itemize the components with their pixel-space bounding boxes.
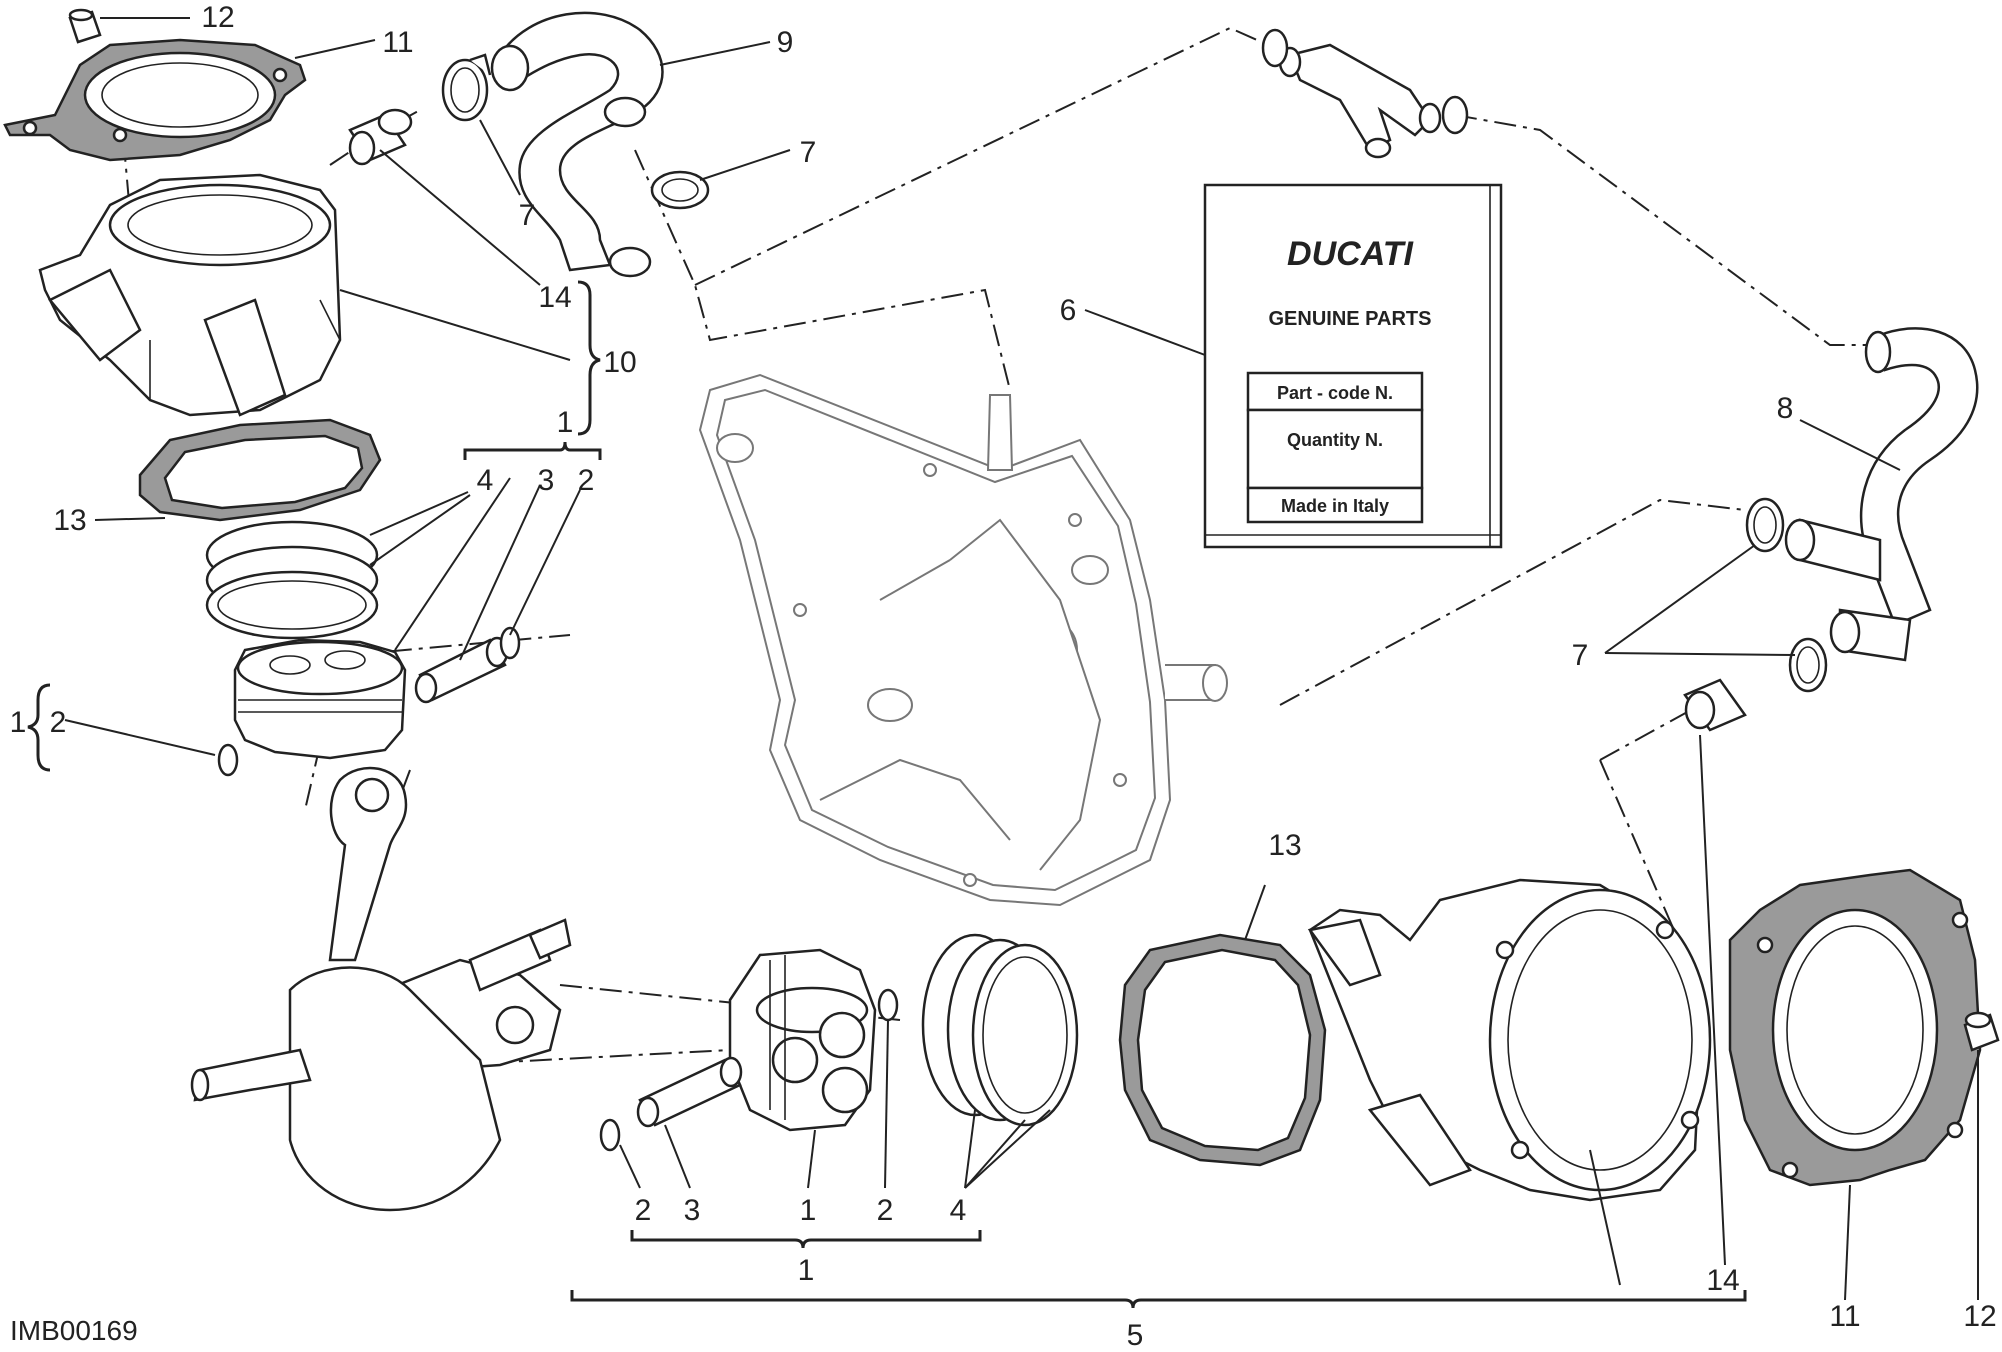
callout-11-top: 11 bbox=[382, 26, 413, 59]
callout-14-top: 14 bbox=[538, 281, 571, 314]
crankshaft bbox=[190, 918, 572, 1212]
piston-rings-top bbox=[205, 520, 379, 640]
callout-13-bottom: 13 bbox=[1268, 829, 1301, 862]
callout-labels: 12 11 9 7 7 14 10 1 13 4 3 2 1 2 6 8 7 1… bbox=[10, 1, 1997, 1352]
crankcase-cover bbox=[698, 373, 1228, 907]
callout-1-top: 1 bbox=[557, 406, 574, 439]
callout-3-bottom: 3 bbox=[684, 1194, 701, 1227]
callout-2-left: 2 bbox=[50, 706, 67, 739]
callout-3-top: 3 bbox=[538, 464, 555, 497]
callout-14-bottom: 14 bbox=[1706, 1264, 1739, 1297]
piston-rings-bottom bbox=[921, 933, 1079, 1127]
image-code: IMB00169 bbox=[10, 1315, 138, 1346]
label-field-origin: Made in Italy bbox=[1281, 496, 1389, 516]
cylinder-top bbox=[38, 173, 342, 417]
callout-10: 10 bbox=[603, 346, 636, 379]
coolant-hose-top bbox=[490, 11, 664, 278]
base-gasket-top bbox=[138, 418, 382, 522]
callout-4-bottom: 4 bbox=[950, 1194, 967, 1227]
wrist-pin-bottom bbox=[636, 1056, 743, 1128]
y-pipe bbox=[1261, 28, 1469, 159]
label-field-part-code: Part - code N. bbox=[1277, 383, 1393, 403]
callout-12-bottom: 12 bbox=[1963, 1300, 1996, 1333]
callout-9: 9 bbox=[777, 26, 794, 59]
hose-clamp-top-a bbox=[441, 53, 492, 122]
circlip-bottom-left bbox=[599, 1118, 621, 1152]
callout-1-bottom: 1 bbox=[798, 1254, 815, 1287]
dowel-pin-top bbox=[68, 8, 102, 44]
hose-clamp-top-b bbox=[650, 170, 710, 210]
hose-clamp-right-b bbox=[1788, 637, 1828, 693]
hose-clamp-right-a bbox=[1745, 497, 1785, 553]
callout-7-right: 7 bbox=[1572, 639, 1589, 672]
piston-bottom bbox=[728, 948, 877, 1132]
circlip-bottom-right bbox=[877, 988, 899, 1022]
base-gasket-bottom bbox=[1118, 933, 1327, 1167]
head-gasket-top bbox=[3, 38, 307, 162]
callout-7-top-b: 7 bbox=[800, 136, 817, 169]
callout-13-top: 13 bbox=[53, 504, 86, 537]
leader-lines bbox=[64, 17, 1979, 1301]
callout-5: 5 bbox=[1127, 1319, 1144, 1352]
fitting-right bbox=[1683, 678, 1747, 732]
group-brackets bbox=[27, 280, 1747, 1309]
callout-2-top: 2 bbox=[578, 464, 595, 497]
callout-8: 8 bbox=[1777, 392, 1794, 425]
circlip-top-left bbox=[217, 743, 239, 777]
coolant-hose-right bbox=[1784, 327, 1979, 662]
callout-2-bottom-b: 2 bbox=[877, 1194, 894, 1227]
callout-12-top: 12 bbox=[201, 1, 234, 34]
piston-top bbox=[233, 638, 407, 760]
brand-logo-text: DUCATI bbox=[1287, 235, 1414, 273]
callout-11-bottom: 11 bbox=[1829, 1300, 1860, 1333]
circlip-top-right bbox=[499, 626, 521, 660]
callout-6: 6 bbox=[1060, 294, 1077, 327]
label-field-quantity: Quantity N. bbox=[1287, 430, 1383, 450]
cylinder-bottom bbox=[1307, 878, 1712, 1202]
brand-subtitle: GENUINE PARTS bbox=[1269, 308, 1432, 330]
callout-1-bottom-piston: 1 bbox=[800, 1194, 817, 1227]
head-gasket-bottom bbox=[1728, 868, 1982, 1187]
callout-1-left: 1 bbox=[10, 706, 27, 739]
callout-7-top-a: 7 bbox=[519, 199, 536, 232]
genuine-parts-label: DUCATI GENUINE PARTS Part - code N. Quan… bbox=[1203, 183, 1503, 549]
wrist-pin-top bbox=[414, 636, 509, 704]
dowel-pin-bottom bbox=[1963, 1011, 2000, 1052]
callout-4-top: 4 bbox=[477, 464, 494, 497]
fitting-top bbox=[348, 108, 413, 166]
callout-2-bottom-a: 2 bbox=[635, 1194, 652, 1227]
